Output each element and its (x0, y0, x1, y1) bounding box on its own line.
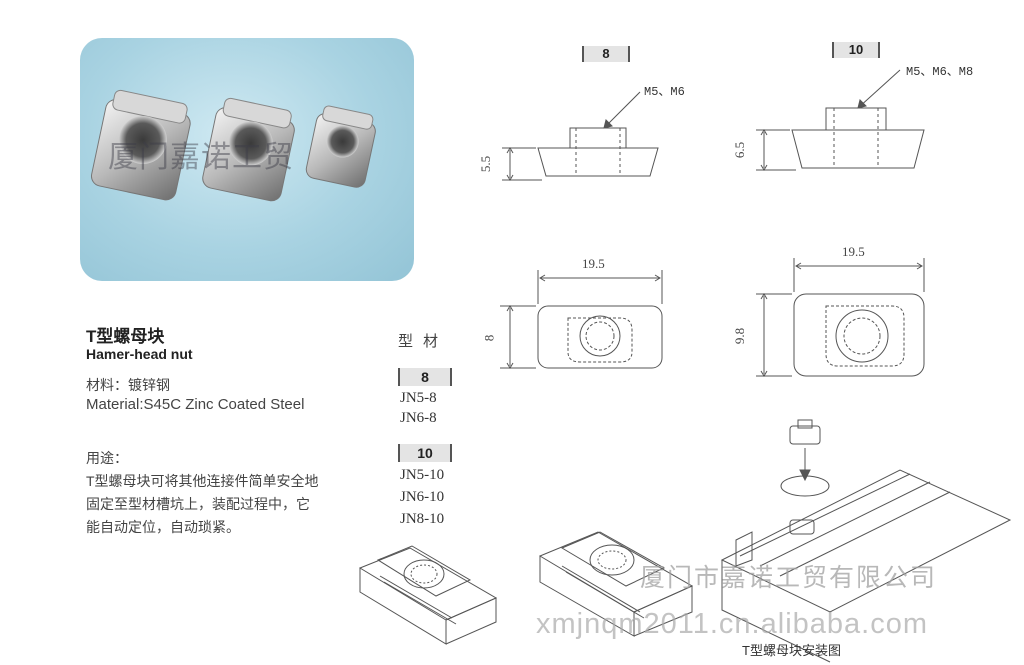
nut-medium (202, 97, 295, 202)
side-view-size8 (502, 91, 659, 181)
drawing-tag-size10: 10 (832, 42, 880, 58)
nut-photo-graphic (90, 89, 376, 202)
drawing-tag-size8: 8 (582, 46, 630, 62)
product-title-en: Hamer-head nut (86, 346, 193, 362)
thread-spec-size10: M5、M6、M8 (906, 65, 974, 79)
profile-heading: 型材 (398, 333, 449, 350)
install-drawing (720, 419, 1012, 663)
product-title-cn: T型螺母块 (86, 327, 165, 346)
photo-watermark: 厦门嘉诺工贸 (108, 140, 294, 175)
site-watermark: xmjnqm2011.cn.alibaba.com (536, 608, 928, 640)
part-number: JN6-8 (400, 410, 437, 426)
usage-line: T型螺母块可将其他连接件简单安全地 (86, 473, 319, 489)
profile-size-tag-8: 8 (398, 368, 452, 386)
nut-large (90, 89, 191, 201)
part-number: JN6-10 (400, 489, 445, 505)
part-number: JN5-10 (400, 467, 445, 483)
dim-height-size10: 6.5 (732, 141, 748, 159)
dim-length-size10: 19.5 (842, 244, 865, 259)
company-watermark: 厦门市嘉诺工贸有限公司 (640, 564, 938, 592)
nut-small (305, 105, 376, 188)
usage-line: 固定至型材槽坑上，装配过程中，它 (86, 496, 310, 512)
iso-nut-right (538, 531, 694, 637)
top-view-size10 (756, 258, 925, 377)
install-caption: T型螺母块安装图 (742, 643, 841, 658)
product-photo (80, 38, 414, 281)
part-number: JN8-10 (400, 511, 445, 527)
usage-heading: 用途： (86, 450, 128, 466)
profile-size-tag-10: 10 (398, 444, 452, 462)
side-view-size10 (756, 69, 925, 171)
dim-length-size8: 19.5 (582, 256, 605, 271)
material-en: Material:S45C Zinc Coated Steel (86, 396, 305, 413)
top-view-size8 (500, 270, 663, 369)
usage-text: T型螺母块可将其他连接件简单安全地 固定至型材槽坑上，装配过程中，它 能自动定位… (86, 470, 386, 539)
iso-nut-left (358, 545, 498, 645)
material-cn: 材料：镀锌钢 (86, 377, 170, 393)
dim-height-size8: 5.5 (478, 155, 494, 173)
dim-width-size10: 9.8 (732, 327, 748, 345)
dim-width-size8: 8 (481, 334, 497, 342)
part-number: JN5-8 (400, 390, 437, 406)
usage-line: 能自动定位，自动琐紧。 (86, 519, 240, 535)
thread-spec-size8: M5、M6 (644, 85, 685, 99)
